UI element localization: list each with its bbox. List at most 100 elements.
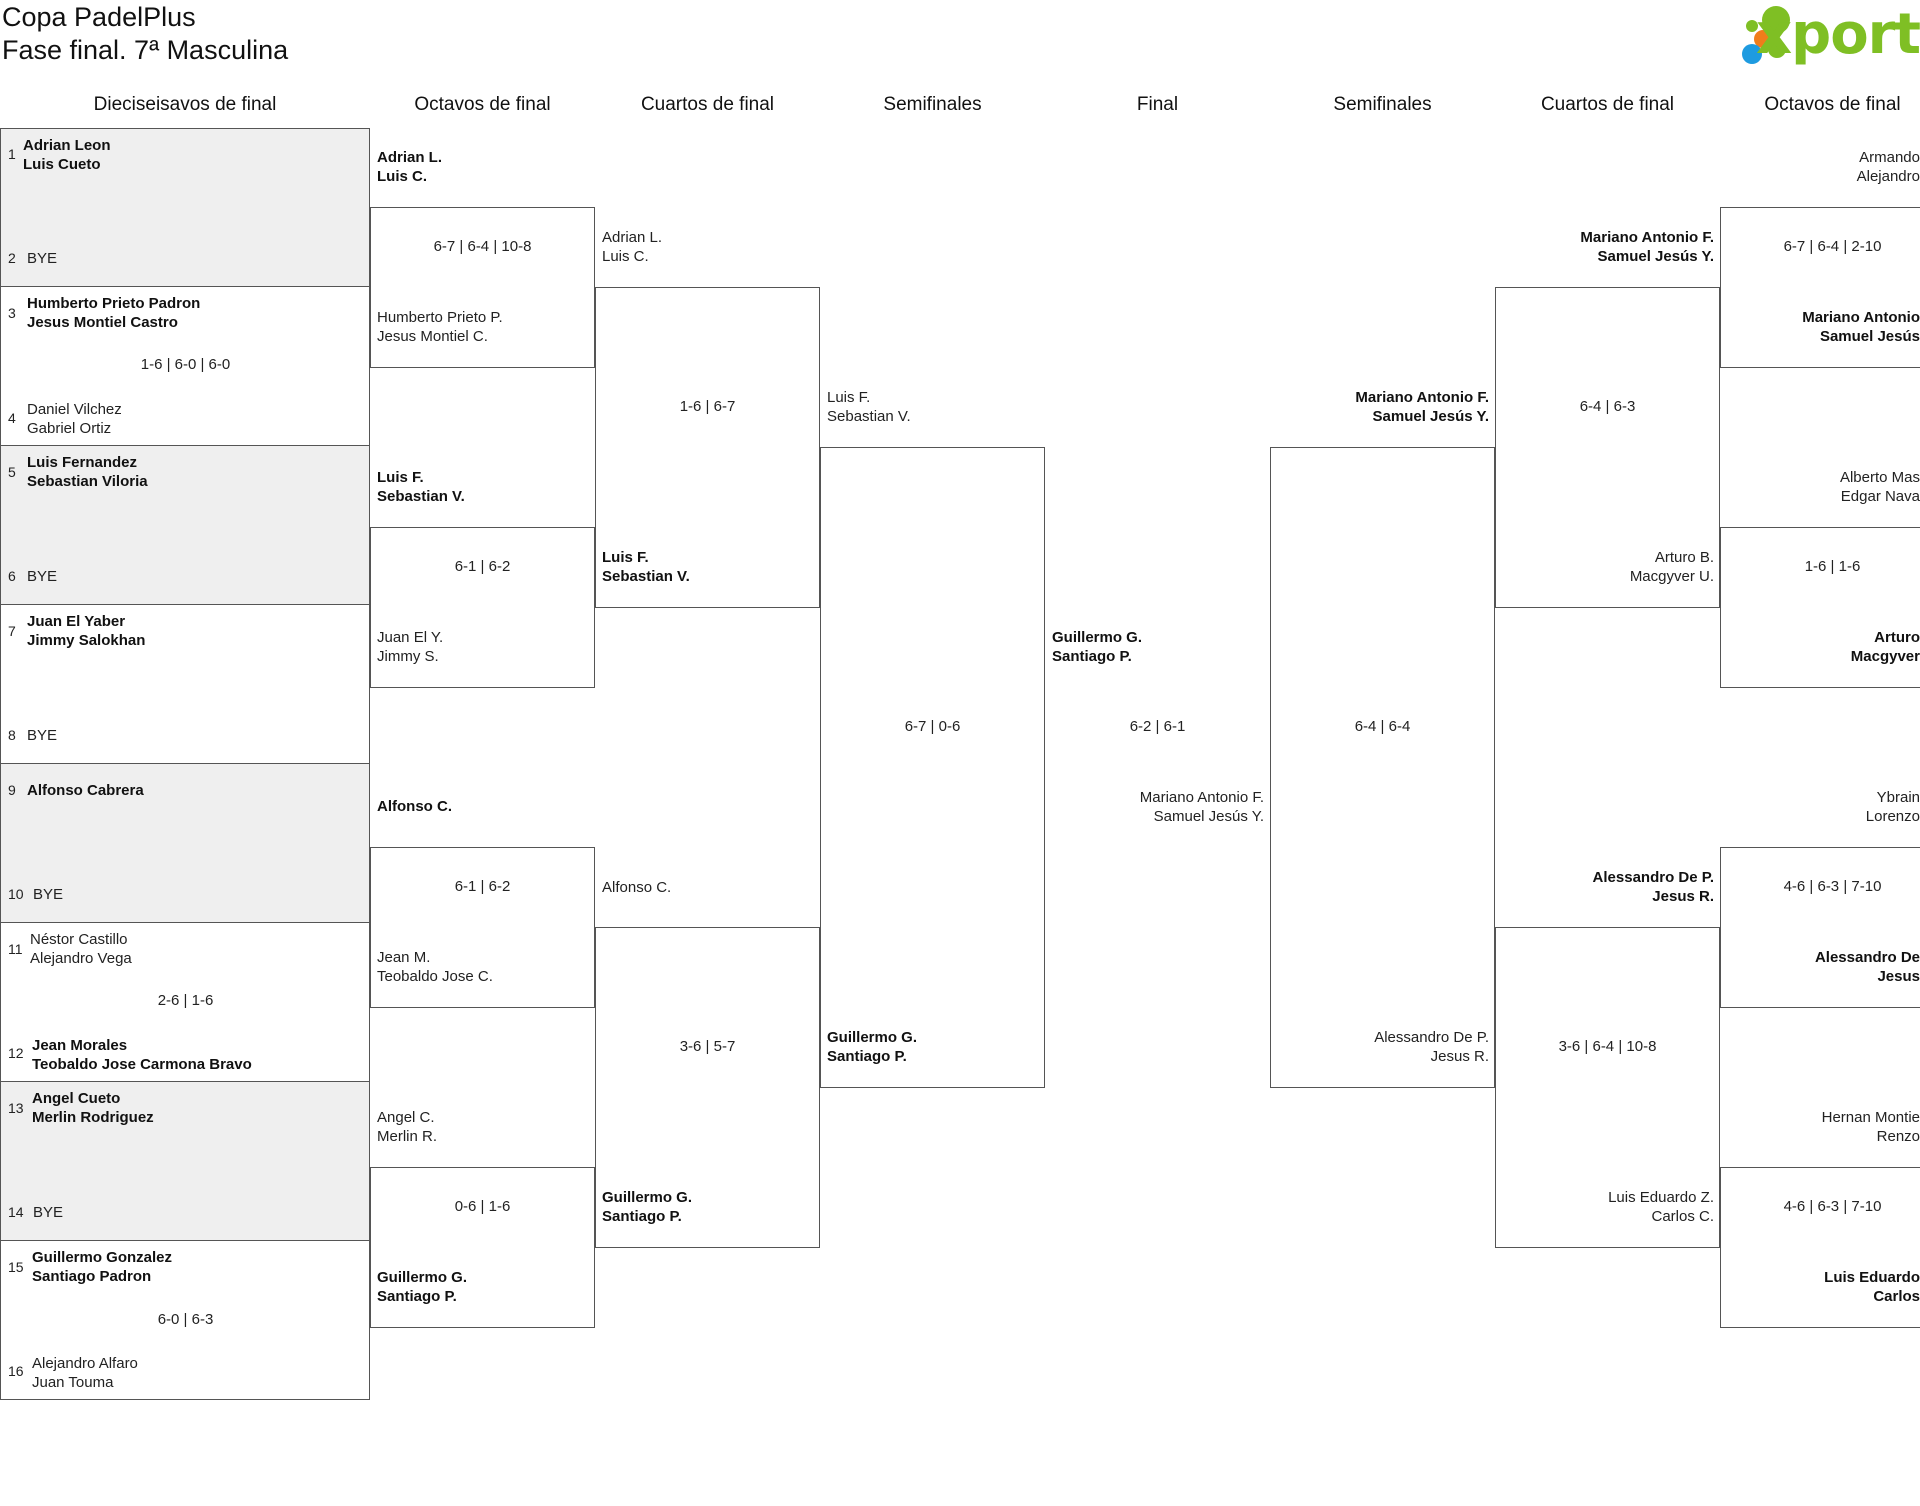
player-name: Luis Cueto	[23, 156, 101, 173]
bye-label: BYE	[27, 727, 58, 744]
team-name: Luis F.	[377, 469, 424, 486]
seed-number: 9	[8, 782, 16, 798]
team-name: Arturo B.	[1654, 549, 1714, 566]
match-score: 1-6 | 6-0 | 6-0	[140, 356, 231, 373]
team-name: Humberto Prieto P.	[377, 309, 503, 326]
player-name: Alfonso Cabrera	[27, 782, 144, 799]
r32-match-5	[0, 763, 370, 923]
team-name: Luis C.	[377, 168, 428, 185]
team-name: Jean M.	[377, 949, 431, 966]
match-score: 6-1 | 6-2	[454, 558, 511, 575]
bye-label: BYE	[27, 568, 58, 585]
seed-number: 2	[8, 250, 16, 266]
player-name: Juan Touma	[32, 1374, 114, 1391]
r32-match-3	[0, 445, 370, 605]
team-name: Teobaldo Jose C.	[377, 968, 493, 985]
player-name: Santiago Padron	[32, 1268, 152, 1285]
seed-number: 14	[8, 1204, 24, 1220]
final-score: 6-2 | 6-1	[1129, 718, 1186, 735]
player-name: Adrian Leon	[23, 137, 111, 154]
team-name: Alessandro De	[1814, 949, 1920, 966]
team-name: Jesus R.	[1652, 888, 1714, 905]
xporty-logo	[1690, 0, 1920, 70]
match-score: 3-6 | 6-4 | 10-8	[1558, 1038, 1657, 1055]
r16-left-match-2	[370, 527, 595, 688]
player-name: Daniel Vilchez	[27, 401, 122, 418]
team-name: Arturo	[1874, 629, 1920, 646]
team-name: Alessandro De P.	[1374, 1029, 1489, 1046]
player-name: Merlin Rodriguez	[32, 1109, 154, 1126]
team-name: Macgyver	[1850, 648, 1920, 665]
match-score: 6-0 | 6-3	[157, 1311, 214, 1328]
match-score: 4-6 | 6-3 | 7-10	[1783, 878, 1882, 895]
r16-left-match-1	[370, 207, 595, 368]
match-score: 1-6 | 1-6	[1804, 558, 1861, 575]
team-name: Alberto Mas	[1839, 469, 1920, 486]
round-header-sf-left: Semifinales	[883, 94, 982, 115]
match-score: 6-7 | 6-4 | 10-8	[433, 238, 532, 255]
team-name: Guillermo G.	[602, 1189, 693, 1206]
seed-number: 4	[8, 410, 16, 426]
player-name: Jean Morales	[32, 1037, 128, 1054]
team-name: Mariano Antonio F.	[1580, 229, 1714, 246]
team-name: Carlos C.	[1651, 1208, 1714, 1225]
logo-dot-green	[1762, 6, 1790, 34]
team-name: Ybrain	[1876, 789, 1920, 806]
tournament-subtitle: Fase final. 7ª Masculina	[2, 35, 289, 65]
seed-number: 16	[8, 1363, 24, 1379]
round-header-r16-left: Octavos de final	[414, 94, 551, 115]
team-name: Jesus Montiel C.	[377, 328, 488, 345]
r16-right-match-4	[1720, 1167, 1920, 1328]
player-name: Juan El Yaber	[27, 613, 126, 630]
seed-number: 5	[8, 464, 16, 480]
player-name: Jesus Montiel Castro	[27, 314, 178, 331]
team-name: Mariano Antonio	[1802, 309, 1920, 326]
team-name: Alessandro De P.	[1592, 869, 1714, 886]
team-name: Samuel Jesús Y.	[1372, 408, 1489, 425]
bye-label: BYE	[33, 1204, 64, 1221]
team-name: Luis F.	[602, 549, 649, 566]
match-score: 3-6 | 5-7	[679, 1038, 736, 1055]
team-name: Guillermo G.	[827, 1029, 918, 1046]
logo-dot-green-2	[1768, 40, 1786, 58]
match-score: 6-1 | 6-2	[454, 878, 511, 895]
team-name: Luis Eduardo Z.	[1608, 1189, 1714, 1206]
player-name: Gabriel Ortiz	[27, 420, 112, 437]
team-name: Angel C.	[377, 1109, 435, 1126]
team-name: Jimmy S.	[377, 648, 439, 665]
team-name: Samuel Jesús	[1819, 328, 1920, 345]
seed-number: 11	[8, 941, 23, 957]
team-name: Samuel Jesús Y.	[1597, 248, 1714, 265]
team-name: Guillermo G.	[377, 1269, 468, 1286]
player-name: Sebastian Viloria	[27, 473, 148, 490]
team-name: Santiago P.	[377, 1288, 457, 1305]
player-name: Alejandro Alfaro	[32, 1355, 138, 1372]
match-score: 6-7 | 0-6	[904, 718, 961, 735]
round-header-qf-left: Cuartos de final	[640, 94, 775, 115]
player-name: Angel Cueto	[32, 1090, 121, 1107]
team-name: Merlin R.	[377, 1128, 438, 1145]
team-name: Adrian L.	[377, 149, 443, 166]
qf-left-match-2	[595, 927, 820, 1248]
team-name: Sebastian V.	[377, 488, 465, 505]
team-name: Alejandro	[1856, 168, 1920, 185]
team-name: Sebastian V.	[602, 568, 690, 585]
r16-left-match-3	[370, 847, 595, 1008]
team-name: Hernan Montie	[1821, 1109, 1920, 1126]
qf-left-match-1	[595, 287, 820, 608]
team-name: Lorenzo	[1865, 808, 1920, 825]
team-name: Armando	[1859, 149, 1920, 166]
logo-dot-blue	[1742, 44, 1762, 64]
team-name: Jesus	[1877, 968, 1920, 985]
match-score: 6-7 | 6-4 | 2-10	[1783, 238, 1882, 255]
bye-label: BYE	[33, 886, 64, 903]
player-name: Teobaldo Jose Carmona Bravo	[32, 1056, 252, 1073]
player-name: Humberto Prieto Padron	[27, 295, 201, 312]
team-name: Santiago P.	[827, 1048, 907, 1065]
seed-number: 8	[8, 727, 16, 743]
round-header-r32: Dieciseisavos de final	[93, 94, 277, 115]
final-winner-name: Guillermo G.	[1052, 629, 1143, 646]
match-score: 1-6 | 6-7	[679, 398, 736, 415]
team-name: Alfonso C.	[377, 798, 452, 815]
team-name: Jesus R.	[1430, 1048, 1489, 1065]
